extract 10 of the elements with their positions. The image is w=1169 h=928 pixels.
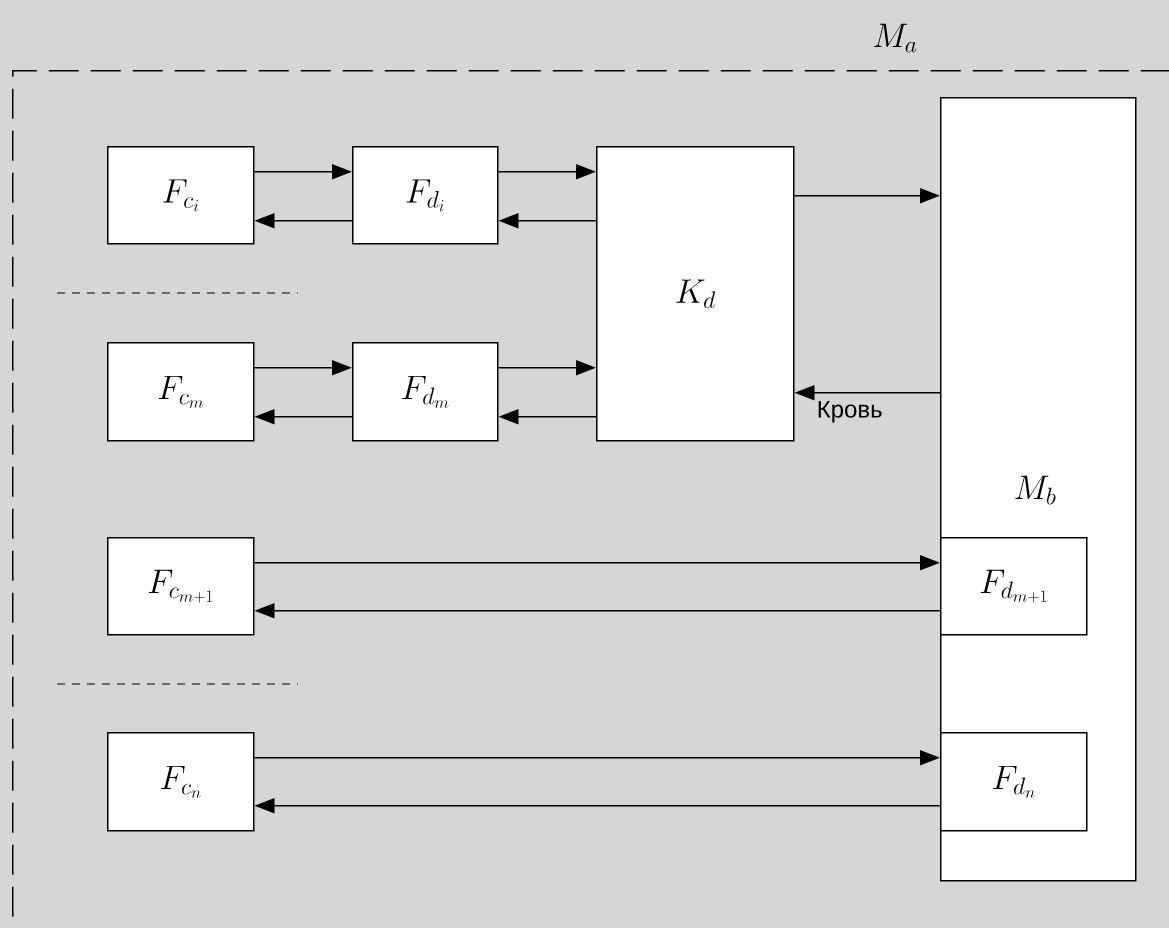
block-box: $F_{c_{m+1}}$: [107, 537, 255, 636]
block-box: $F_{d_{i}}$: [352, 146, 499, 245]
block-box: $F_{d_{n}}$: [940, 732, 1088, 832]
block-box: $F_{c_{i}}$: [107, 146, 255, 245]
node-label: $M_{a}$: [874, 23, 917, 53]
block-box: $F_{d_{m+1}}$: [940, 537, 1088, 636]
block-box: $F_{d_{m}}$: [352, 342, 499, 442]
block-box: $F_{c_{n}}$: [107, 732, 255, 832]
block-box: $F_{c_{m}}$: [107, 342, 255, 442]
block-box: $K_{d}$: [596, 146, 795, 442]
